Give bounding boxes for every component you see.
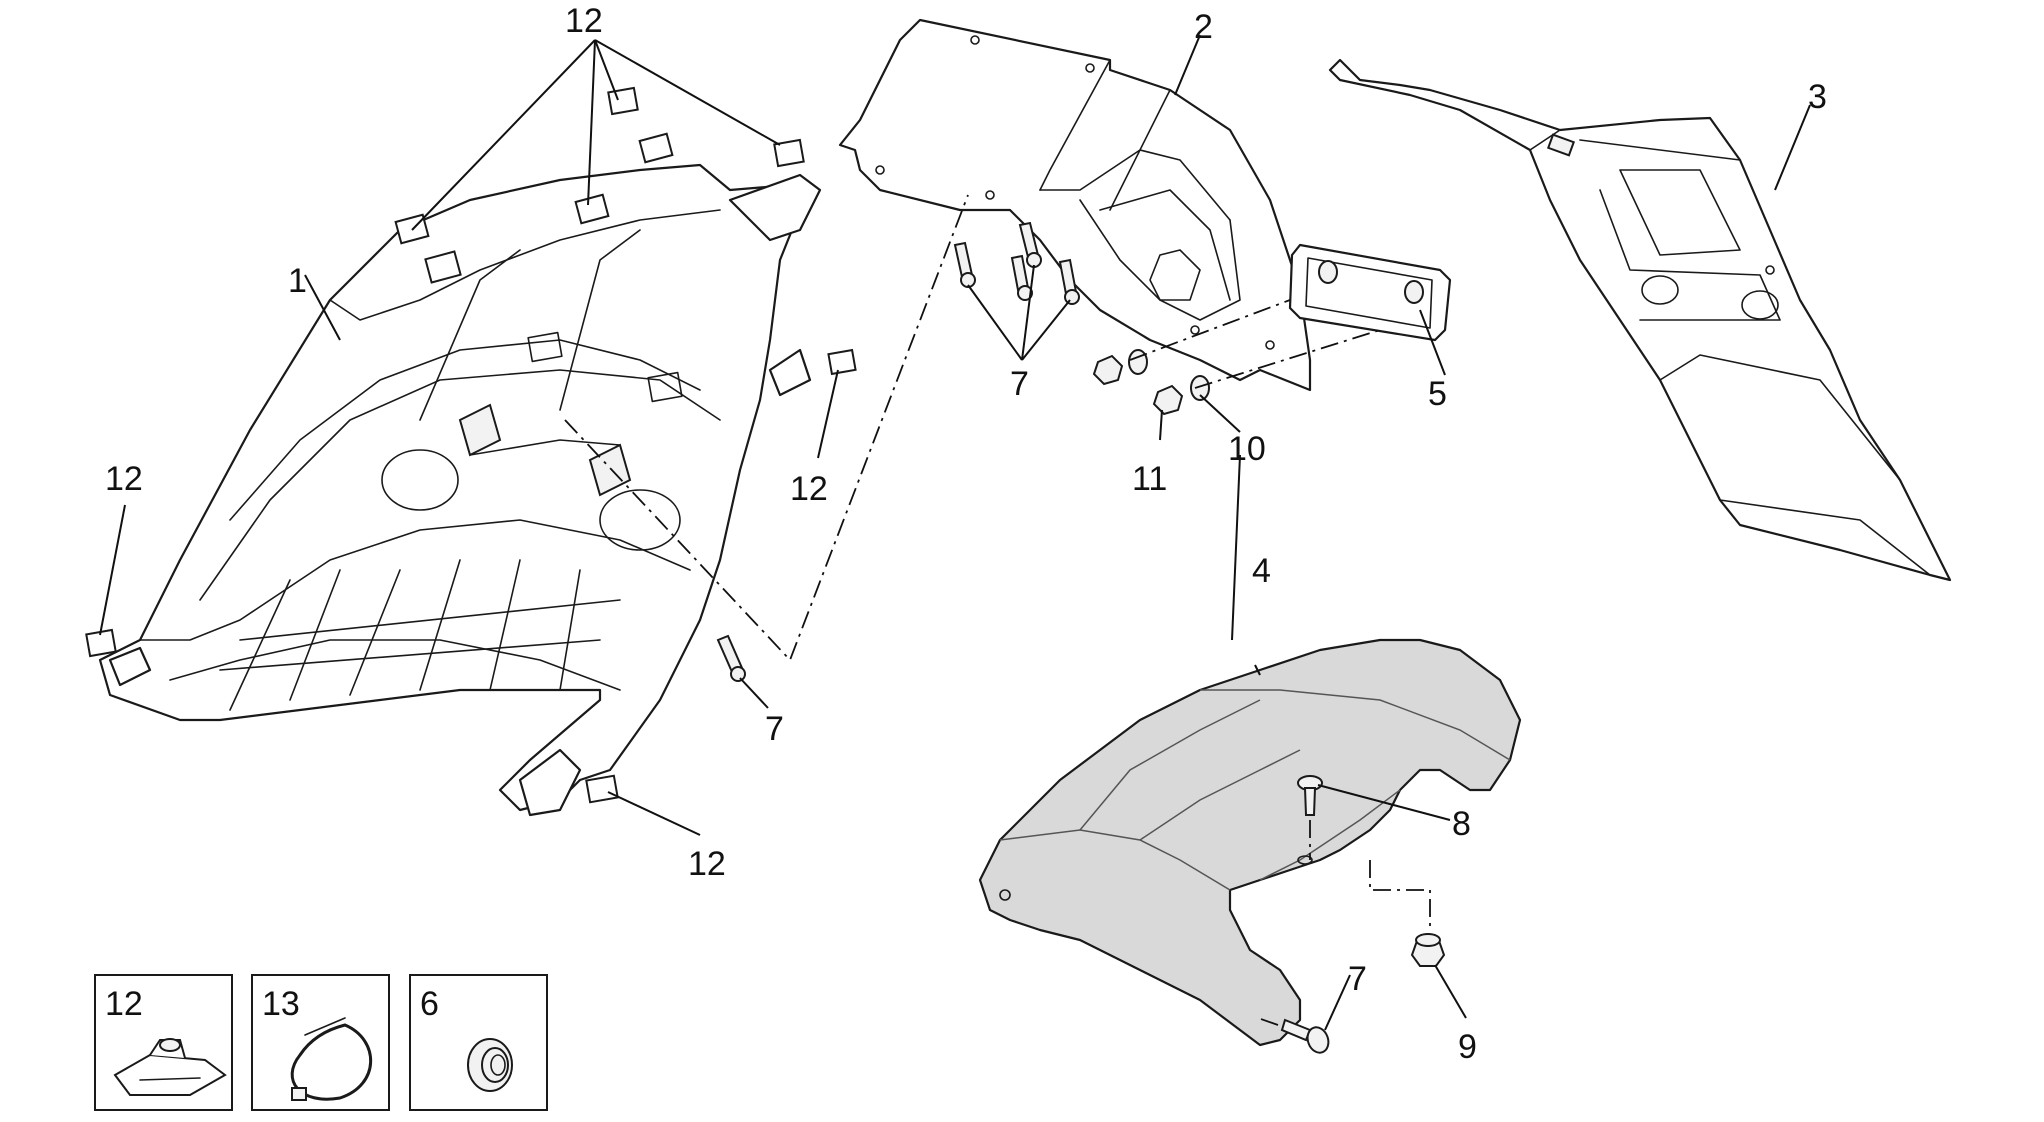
- assembly-lines: [564, 194, 1431, 1026]
- legend-label-13: 13: [262, 985, 300, 1023]
- callout-5: 5: [1428, 375, 1447, 413]
- part-5-reflector: [1288, 243, 1452, 342]
- callout-9: 9: [1458, 1028, 1477, 1066]
- hose-clamp-icon: [290, 1017, 373, 1101]
- clip-nut-icon: [113, 1038, 227, 1096]
- callout-12-top: 12: [565, 2, 603, 40]
- grommet-icon: [467, 1038, 513, 1092]
- part-4-tail-cover: [978, 638, 1522, 1047]
- screw-7-bottom: [1280, 1018, 1330, 1054]
- callout-12-left: 12: [105, 460, 143, 498]
- screws-7-part2: [953, 221, 1080, 305]
- part-1-undertray: [98, 163, 822, 817]
- part-3-mudflap: [1328, 58, 1952, 582]
- legend-box-6: 6: [409, 974, 548, 1111]
- callout-7-part1: 7: [765, 710, 784, 748]
- callout-7-bottom: 7: [1348, 960, 1367, 998]
- legend-box-13: 13: [251, 974, 390, 1111]
- callout-10: 10: [1228, 430, 1266, 468]
- nuts-washers: [1092, 349, 1210, 416]
- callout-12-right: 12: [790, 470, 828, 508]
- screw-8: [1297, 775, 1323, 816]
- legend-label-6: 6: [420, 985, 439, 1023]
- part-2-license-support: [838, 18, 1312, 392]
- callout-7-part2: 7: [1010, 365, 1029, 403]
- callout-4: 4: [1252, 552, 1271, 590]
- callout-12-bottom: 12: [688, 845, 726, 883]
- leader-lines: [99, 34, 1811, 1031]
- callout-2: 2: [1194, 8, 1213, 46]
- callout-8: 8: [1452, 805, 1471, 843]
- legend-box-12: 12: [94, 974, 233, 1111]
- callout-labels: 12 1 12 12 12 7 2 3 7 5 10 11 4 8 9 7: [105, 2, 1827, 1066]
- callout-1: 1: [288, 262, 307, 300]
- callout-11: 11: [1132, 460, 1167, 498]
- grommet-9: [1410, 933, 1446, 967]
- legend-label-12: 12: [105, 985, 143, 1023]
- screw-7-part1: [716, 634, 746, 682]
- callout-3: 3: [1808, 78, 1827, 116]
